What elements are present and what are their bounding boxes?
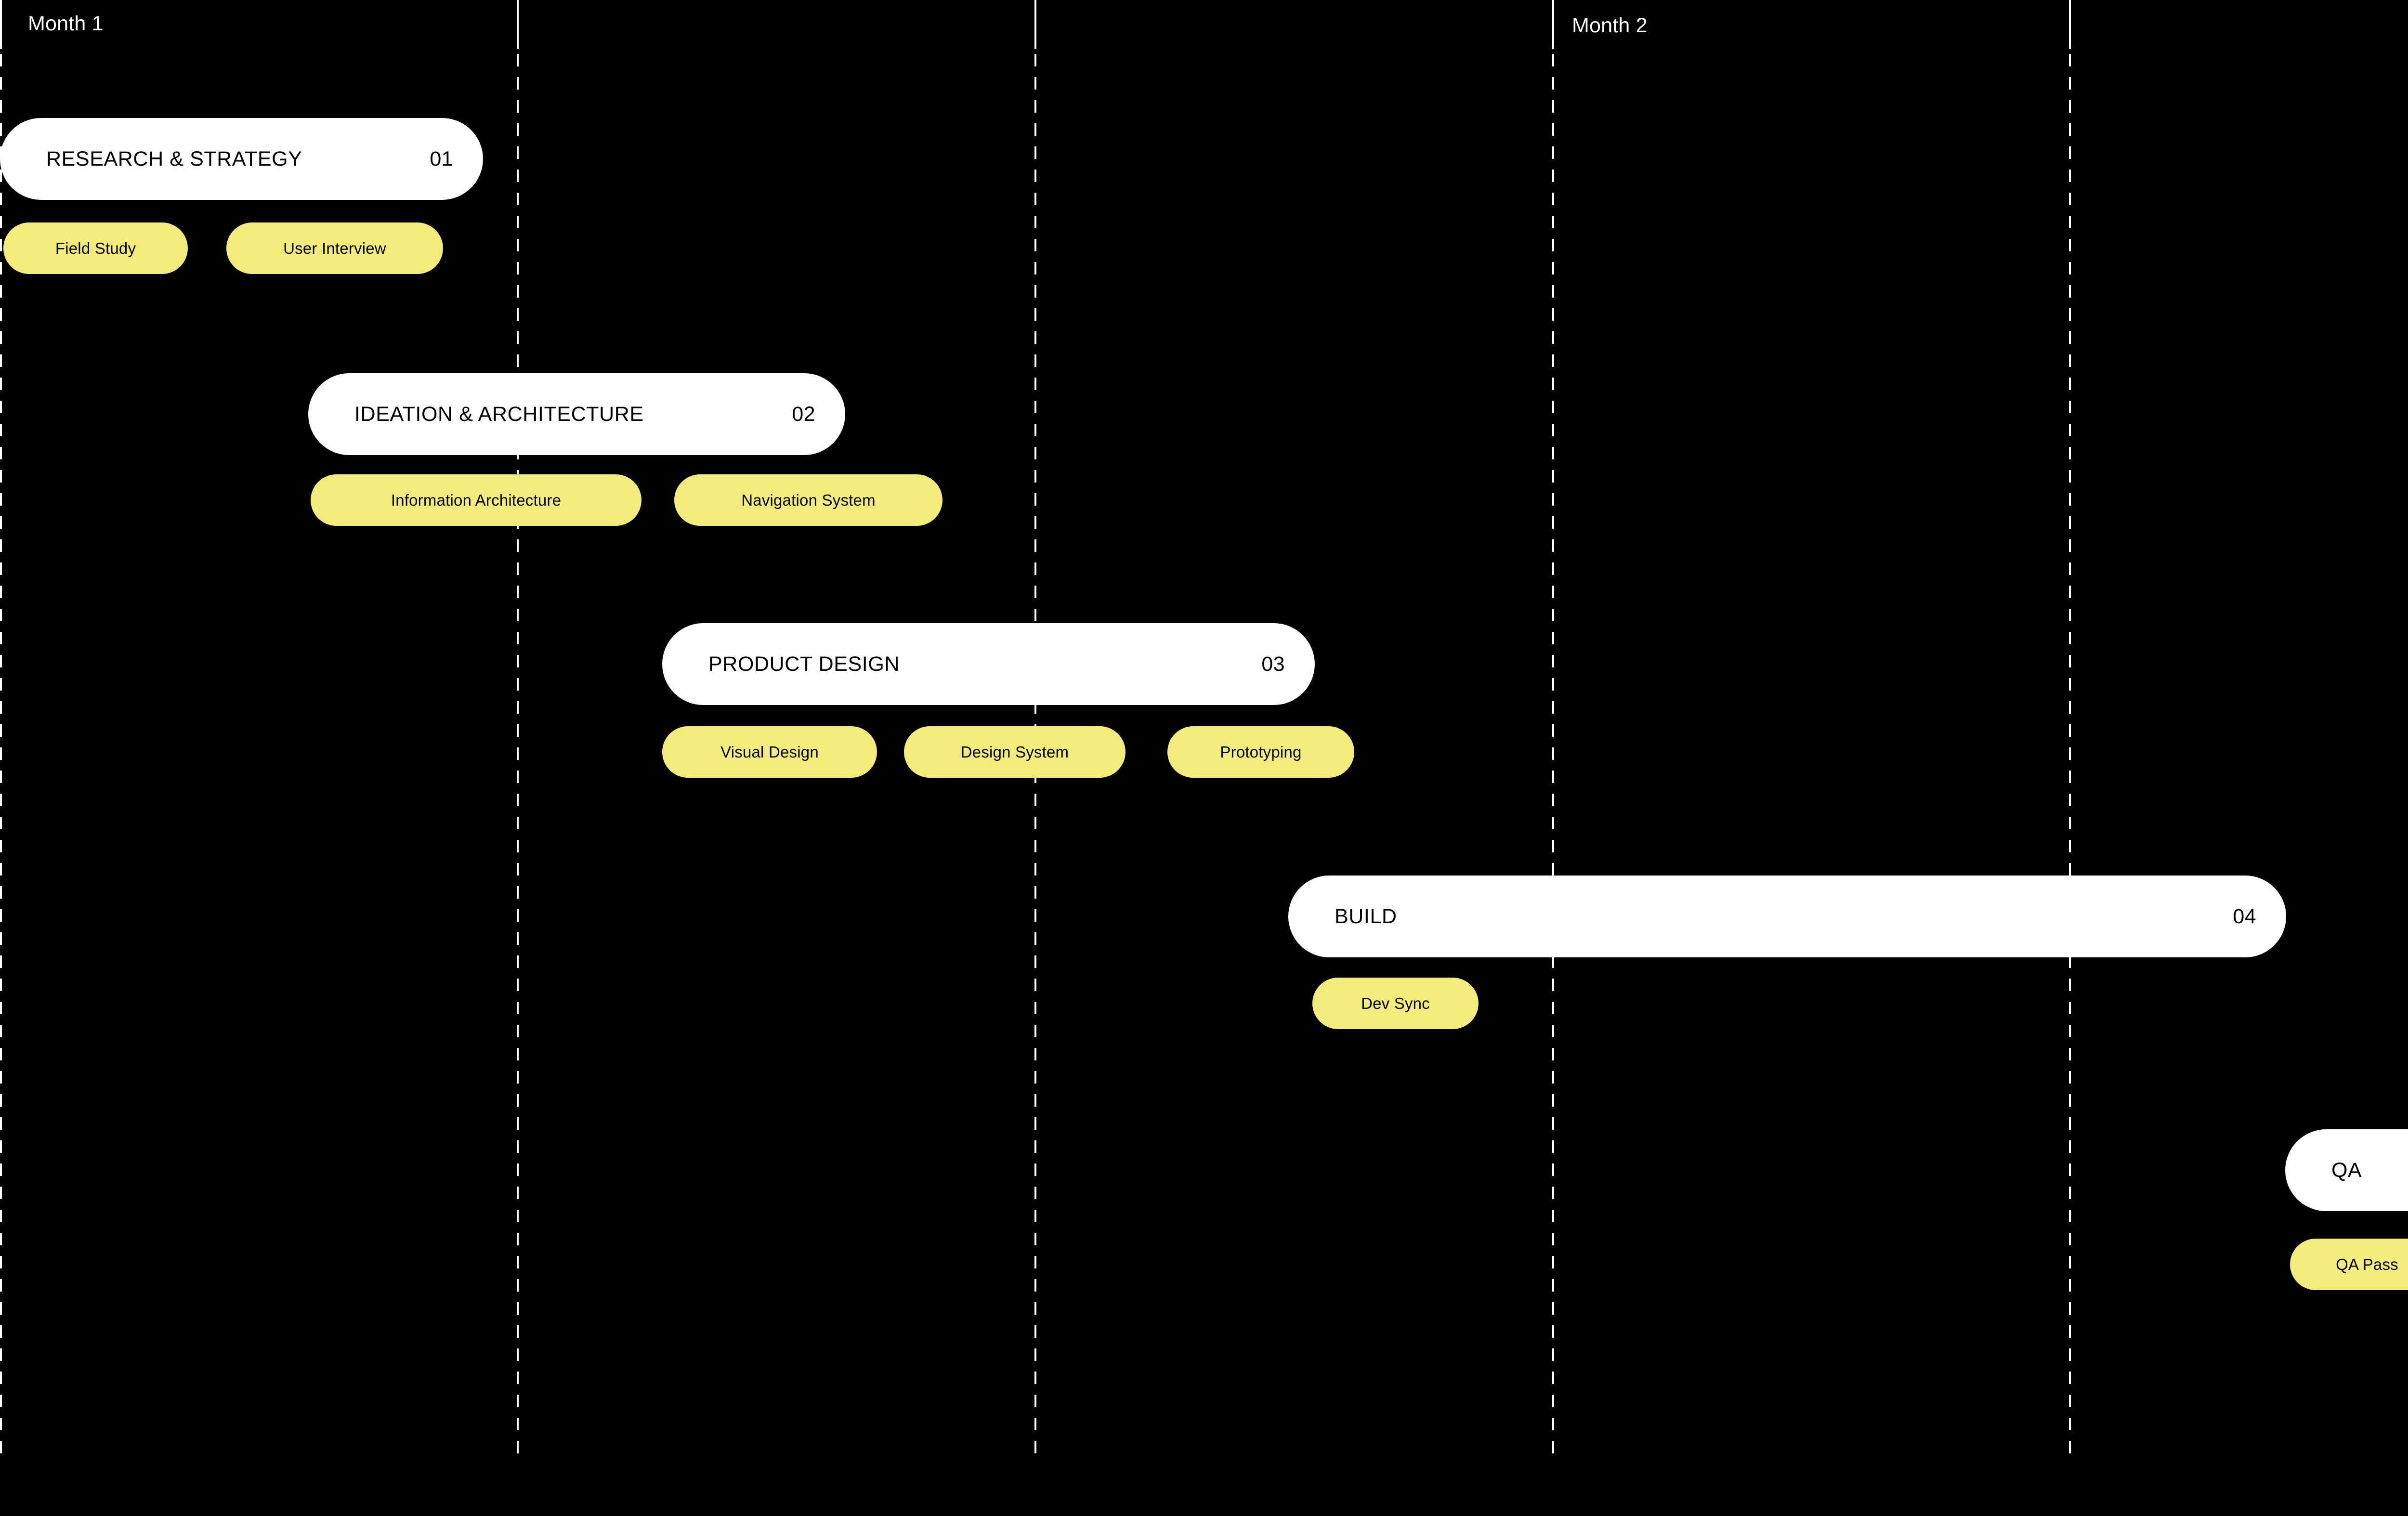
phase-title-04: BUILD [1335, 904, 1397, 928]
phase-number-03: 03 [1261, 652, 1285, 676]
phase-bar-05[interactable]: QA05 [2285, 1129, 2408, 1211]
phase-bar-03[interactable]: PRODUCT DESIGN 03 [662, 623, 1315, 705]
month-divider-2 [517, 0, 519, 1464]
task-chip-label: Information Architecture [391, 491, 562, 509]
task-chip-label: Dev Sync [1361, 994, 1430, 1012]
task-chip-label: Visual Design [720, 743, 819, 761]
phase-bar-04[interactable]: BUILD 04 [1288, 876, 2286, 957]
phase-title-02: IDEATION & ARCHITECTURE [354, 402, 644, 426]
task-chip[interactable]: Field Study [3, 222, 188, 274]
divider-solid-segment [2069, 0, 2071, 49]
task-chip[interactable]: Navigation System [674, 474, 942, 526]
divider-dashed-segment [517, 54, 519, 1464]
task-chip-label: Prototyping [1220, 743, 1302, 761]
task-chip[interactable]: Dev Sync [1312, 978, 1479, 1029]
task-chip[interactable]: Information Architecture [311, 474, 641, 526]
task-chip[interactable]: User Interview [226, 222, 443, 274]
divider-solid-segment [0, 0, 2, 49]
month-label-1: Month 1 [28, 12, 104, 35]
phase-number-01: 01 [430, 147, 453, 170]
phase-number-02: 02 [792, 402, 815, 426]
month-divider-1 [0, 0, 2, 1464]
task-chip[interactable]: Design System [904, 726, 1125, 778]
task-chip-label: Navigation System [741, 491, 876, 509]
task-chip-label: Field Study [55, 239, 136, 257]
month-label-2: Month 2 [1572, 14, 1648, 37]
task-chip-label: User Interview [283, 239, 386, 257]
month-divider-4 [1552, 0, 1554, 1464]
phase-number-04: 04 [2233, 904, 2256, 928]
task-chip[interactable]: Visual Design [662, 726, 877, 778]
task-chip[interactable]: Prototyping [1167, 726, 1354, 778]
phase-bar-02[interactable]: IDEATION & ARCHITECTURE 02 [308, 373, 845, 455]
divider-solid-segment [517, 0, 519, 49]
phase-title-03: PRODUCT DESIGN [708, 652, 900, 676]
divider-dashed-segment [2069, 54, 2071, 1464]
month-divider-5 [2069, 0, 2071, 1464]
divider-dashed-segment [1552, 54, 1554, 1464]
phase-title-05: QA [2331, 1158, 2362, 1182]
task-chip-label: Design System [960, 743, 1069, 761]
task-chip-label: QA Pass [2336, 1255, 2398, 1273]
divider-dashed-segment [0, 54, 2, 1464]
task-chip[interactable]: QA Pass [2290, 1239, 2408, 1290]
phase-bar-01[interactable]: RESEARCH & STRATEGY 01 [0, 118, 483, 200]
phase-title-01: RESEARCH & STRATEGY [46, 147, 302, 170]
divider-solid-segment [1034, 0, 1036, 49]
divider-solid-segment [1552, 0, 1554, 49]
